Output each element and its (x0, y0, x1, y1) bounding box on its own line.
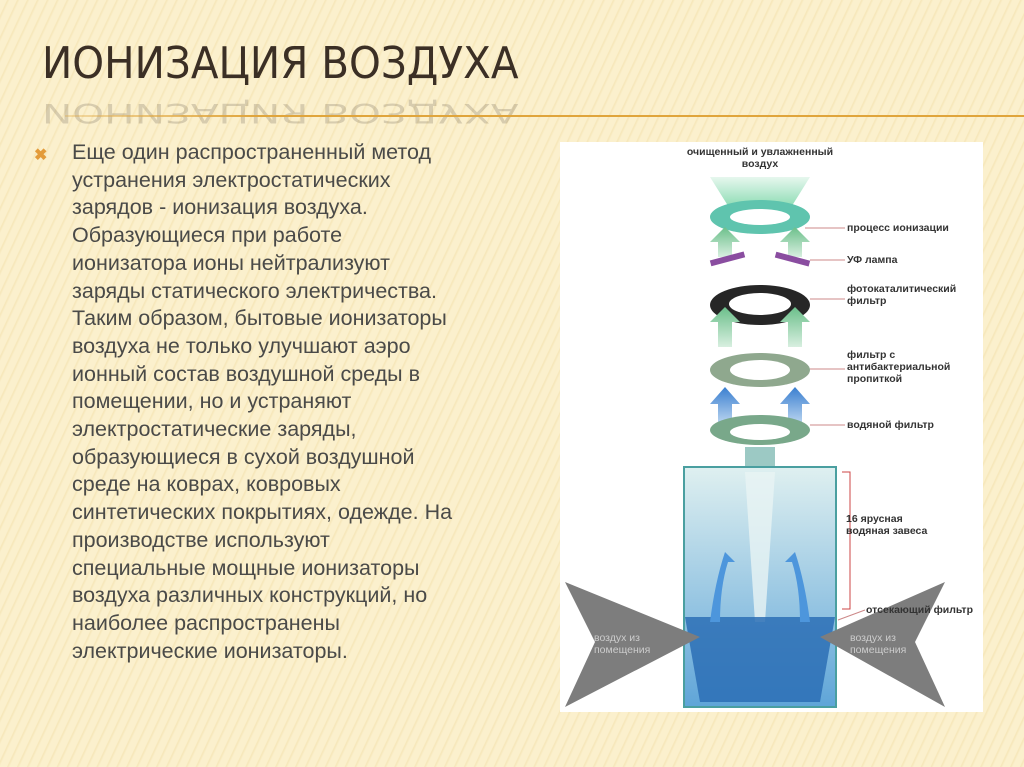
arrow-up (710, 307, 740, 347)
label-line: помещения (850, 644, 907, 656)
body-line: ионизатора ионы нейтрализуют (72, 250, 390, 275)
label-line: воздух из (850, 632, 896, 644)
body-line: электрические ионизаторы. (72, 638, 348, 663)
arrow-up (780, 387, 810, 424)
label-water-filter: водяной фильтр (847, 419, 934, 431)
label-line: воздух (741, 158, 779, 170)
leader-line (837, 609, 866, 621)
ring-hole (729, 293, 791, 315)
body-line: Еще один распространенный метод (72, 140, 432, 164)
arrow-up (780, 227, 810, 257)
body-line: электростатические заряды, (72, 417, 357, 442)
ring-hole (730, 360, 790, 380)
body-line: Таким образом, бытовые ионизаторы (72, 306, 447, 331)
label-uv-lamp: УФ лампа (847, 254, 898, 266)
body-line: Образующиеся при работе (72, 223, 343, 248)
arrow-up (780, 307, 810, 347)
body-line: заряды статического электричества. (72, 278, 437, 303)
slide-title: ИОНИЗАЦИЯ ВОЗДУХА (42, 38, 519, 89)
body-line: воздуха различных конструкций, но (72, 583, 428, 608)
connector-pipe (745, 447, 775, 467)
label-line: фильтр (847, 295, 887, 307)
body-line: специальные мощные ионизаторы (72, 555, 420, 580)
body-line: производстве используют (72, 527, 330, 552)
water-bowl (685, 617, 835, 702)
label-line: фильтр с (847, 349, 896, 361)
diagram-graphic (565, 177, 945, 708)
x-mark-bullet-icon: ✖ (34, 147, 48, 164)
label-line: воздух из (594, 632, 640, 644)
label-line: фотокаталитический (847, 283, 957, 295)
label-line: 16 ярусная (846, 513, 903, 525)
body-line: воздуха не только улучшают аэро (72, 333, 411, 358)
curtain-bracket (842, 471, 851, 610)
ring-hole (730, 424, 790, 440)
spray-cone (745, 472, 775, 622)
label-line: пропиткой (847, 373, 903, 385)
label-line: помещения (594, 644, 651, 656)
label-line: антибактериальной (847, 361, 951, 373)
uv-lamp-left (709, 251, 746, 267)
slide-title-reflection: ИОНИЗАЦИЯ ВОЗДУХА (42, 97, 519, 128)
air-flow-arrow (710, 552, 735, 622)
body-line: помещении, но и устраняют (72, 389, 352, 414)
body-line: среде на коврах, ковровых (72, 472, 341, 497)
body-line: ионный состав воздушной среды в (72, 361, 421, 386)
body-line: образующиеся в сухой воздушной (72, 444, 415, 469)
body-line: зарядов - ионизация воздуха. (72, 195, 368, 220)
arrow-up (710, 227, 740, 257)
body-line: синтетических покрытиях, одежде. На (72, 500, 453, 525)
body-line: устранения электростатических (72, 167, 391, 192)
body-text: Еще один распространенный метод устранен… (72, 139, 452, 665)
label-line: очищенный и увлажненный (686, 146, 834, 158)
uv-lamp-right (774, 251, 811, 267)
arrow-up (710, 387, 740, 424)
label-line: водяная завеса (846, 525, 928, 537)
label-cutoff-filter: отсекающий фильтр (866, 604, 973, 616)
label-ionization: процесс ионизации (847, 222, 949, 234)
ring-hole (730, 209, 790, 225)
title-divider (65, 115, 1024, 117)
air-inlet-left-arrow (565, 582, 700, 707)
air-inlet-right-arrow (820, 582, 945, 707)
body-line: наиболее распространены (72, 610, 340, 635)
air-flow-arrow (785, 552, 810, 622)
